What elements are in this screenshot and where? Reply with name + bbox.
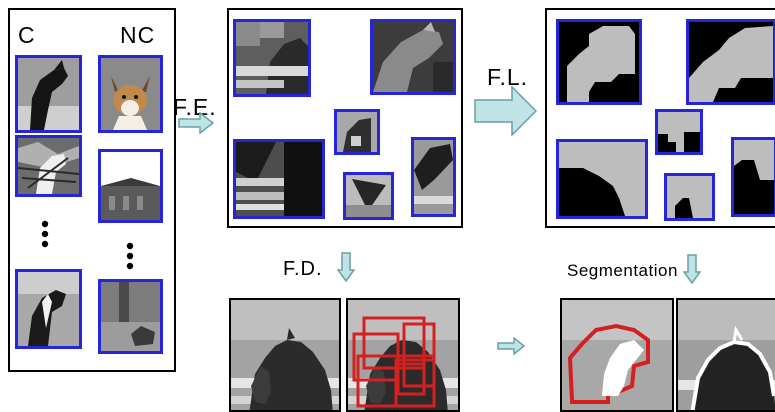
detection-box xyxy=(362,316,426,370)
arrow-right-icon xyxy=(178,112,214,134)
feature-patch-6 xyxy=(411,137,456,217)
nc-image-1 xyxy=(98,55,163,133)
arrow-right-icon xyxy=(497,337,525,355)
segmentation-label: Segmentation xyxy=(567,261,678,280)
detection-box xyxy=(396,362,426,396)
detection-result-image xyxy=(346,298,460,412)
arrow-down-icon xyxy=(337,252,355,282)
training-images-panel: C NC xyxy=(8,8,176,372)
c-image-2 xyxy=(15,135,82,197)
learned-mask-1 xyxy=(556,19,642,105)
nc-image-3 xyxy=(98,279,163,354)
segmentation-mask-image xyxy=(560,298,674,412)
feature-patch-4 xyxy=(233,139,325,219)
fl-label: F.L. xyxy=(487,64,529,90)
vertical-ellipsis-icon xyxy=(41,220,49,248)
input-horse-image xyxy=(229,298,341,412)
fe-label: F.E. xyxy=(173,94,217,120)
feature-patch-5 xyxy=(343,172,394,220)
arrow-down-icon xyxy=(683,254,701,284)
class-label-nc: NC xyxy=(120,22,156,48)
detection-box xyxy=(394,358,436,408)
vertical-ellipsis-icon xyxy=(126,242,134,270)
c-image-3 xyxy=(15,269,82,349)
feature-patch-2 xyxy=(370,19,456,95)
nc-image-2 xyxy=(98,149,163,223)
fd-label: F.D. xyxy=(283,258,323,280)
learned-mask-2 xyxy=(686,19,775,105)
feature-patch-3 xyxy=(334,109,380,155)
feature-extraction-panel xyxy=(227,8,463,228)
c-image-1 xyxy=(15,55,82,133)
class-label-c: C xyxy=(18,22,36,48)
feature-patch-1 xyxy=(233,19,311,97)
learned-mask-4 xyxy=(556,139,648,219)
arrow-right-icon xyxy=(474,86,538,136)
segmentation-outline-image xyxy=(676,298,775,412)
feature-learning-panel xyxy=(545,8,775,228)
learned-mask-3 xyxy=(655,109,703,155)
learned-mask-5 xyxy=(664,173,715,221)
learned-mask-6 xyxy=(731,137,775,217)
